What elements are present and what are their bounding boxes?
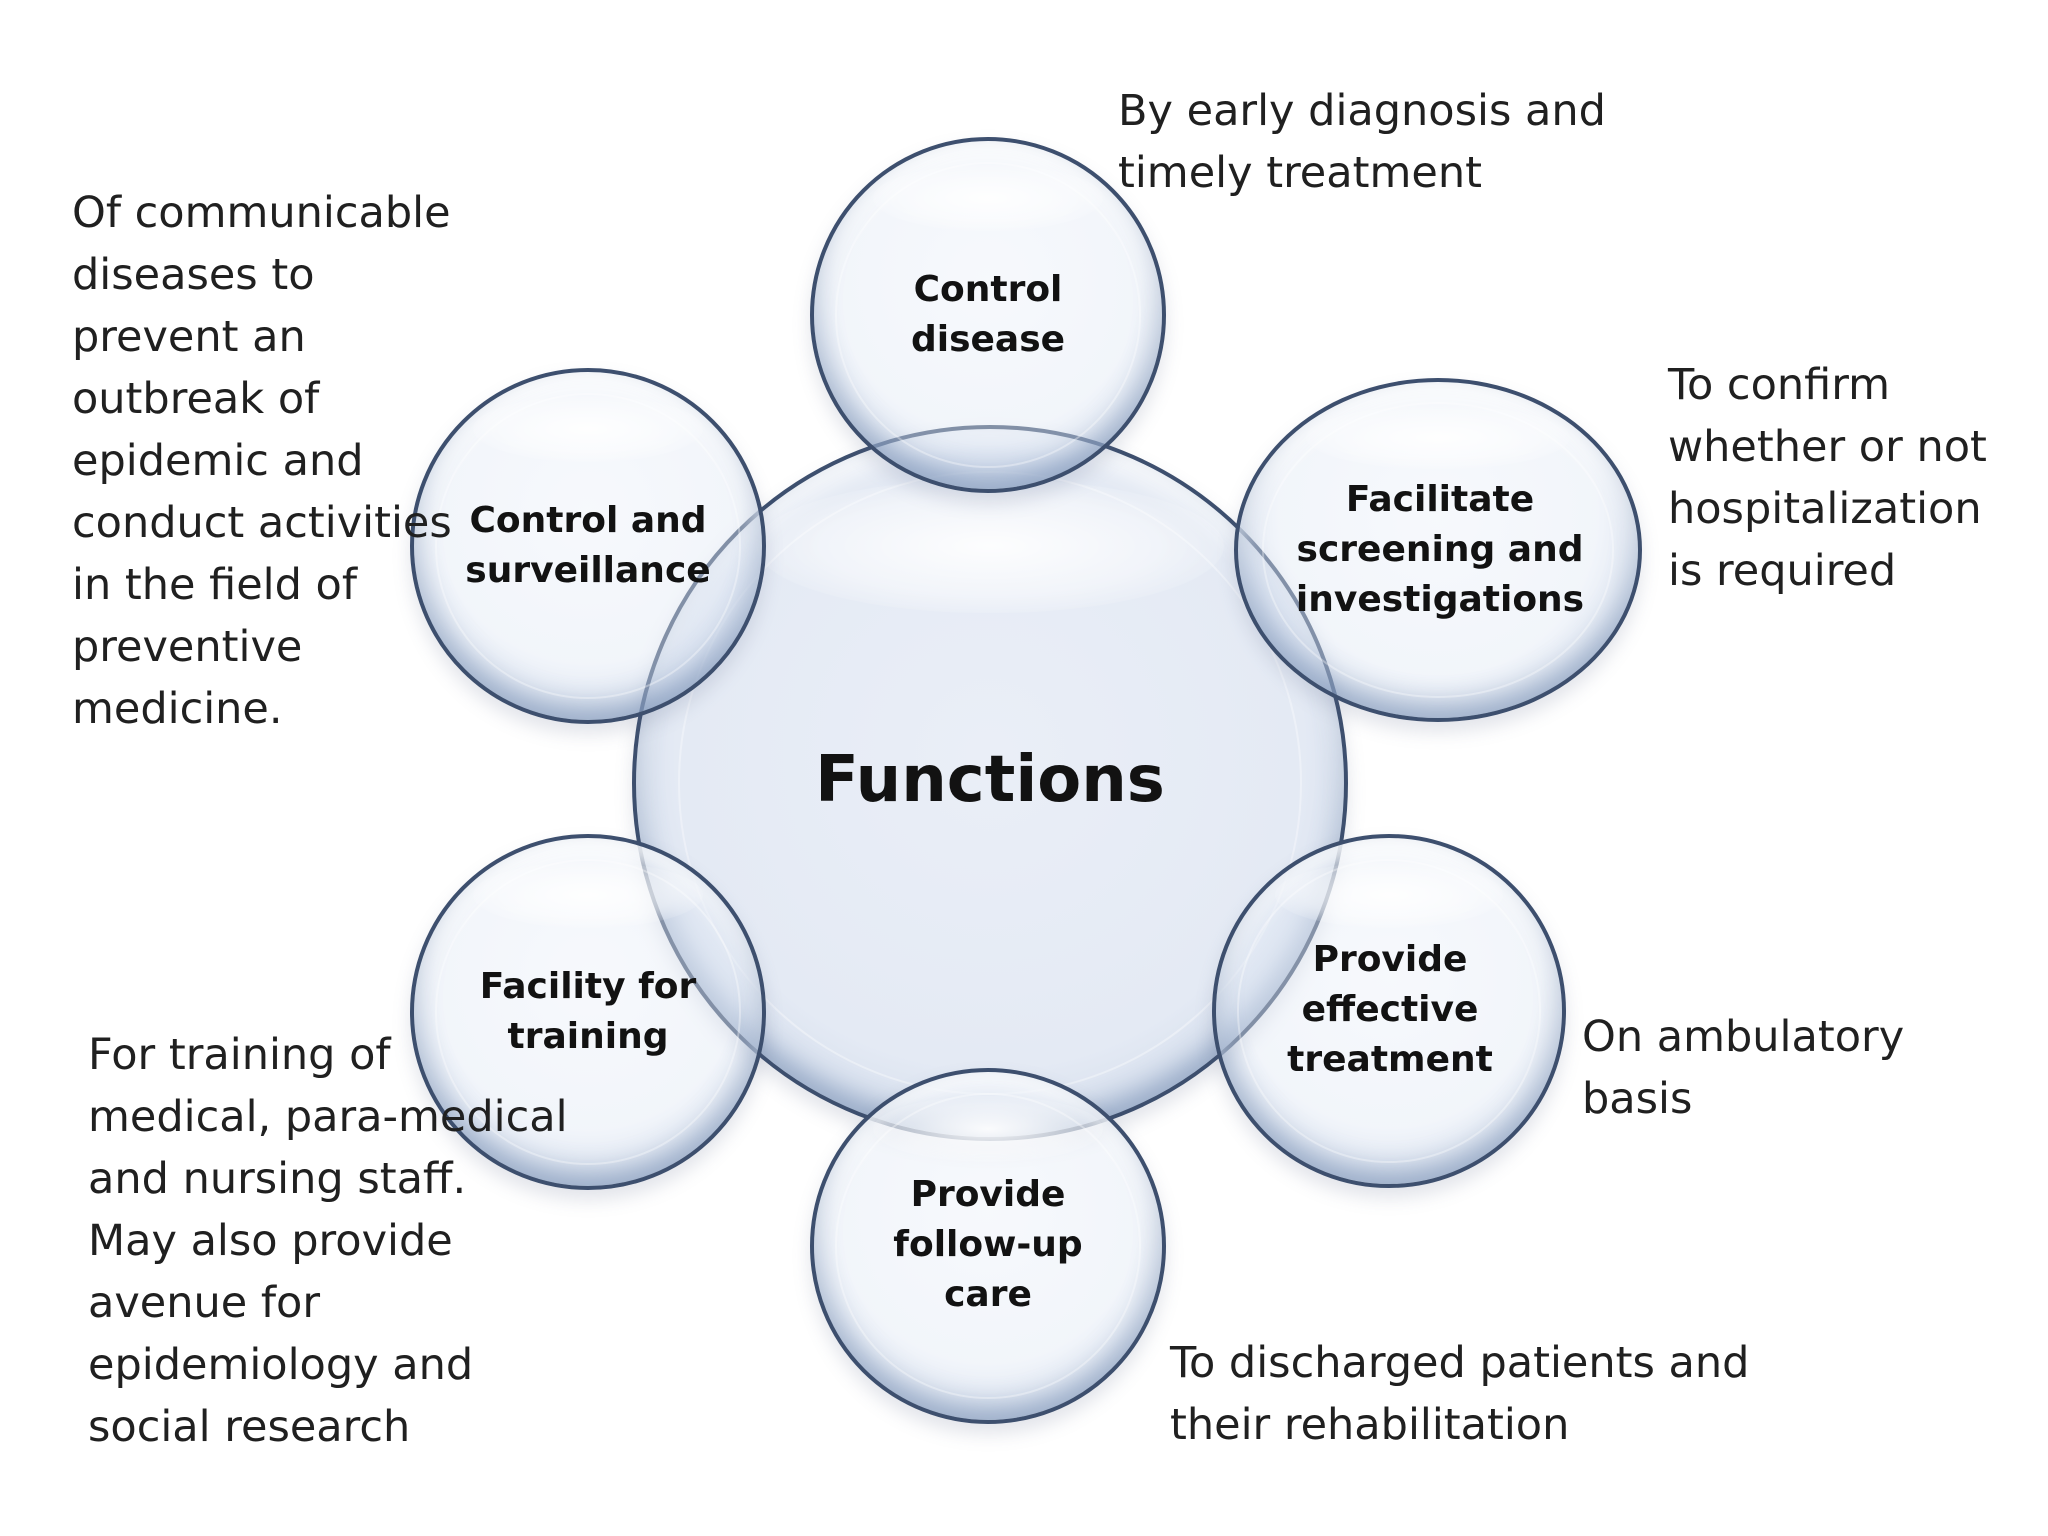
- provide-follow-up-care-circle: [810, 1068, 1166, 1424]
- provide-follow-up-care-label: Provide follow-up care: [893, 1174, 1083, 1315]
- control-disease-label: Control disease: [910, 269, 1066, 360]
- facilitate-screening-circle: [1234, 378, 1642, 722]
- control-disease-circle: [810, 137, 1166, 493]
- facility-for-training-note: For training of medical, para-medical an…: [88, 1030, 568, 1452]
- facility-for-training-circle: [410, 834, 766, 1190]
- provide-effective-treatment-note: On ambulatory basis: [1582, 1012, 1905, 1124]
- facility-for-training-label: Facility for training: [479, 966, 697, 1057]
- control-and-surveillance-label: Control and surveillance: [465, 500, 711, 591]
- control-and-surveillance-circle: [410, 368, 766, 724]
- provide-follow-up-care-note: To discharged patients and their rehabil…: [1170, 1338, 1750, 1450]
- control-disease-note: By early diagnosis and timely treatment: [1118, 86, 1606, 198]
- facilitate-screening-note: To confirm whether or not hospitalizatio…: [1668, 360, 1987, 596]
- facilitate-screening-label: Facilitate screening and investigations: [1295, 479, 1585, 620]
- control-and-surveillance-note: Of communicable diseases to prevent an o…: [72, 188, 452, 734]
- provide-effective-treatment-circle: [1212, 834, 1566, 1188]
- provide-effective-treatment-label: Provide effective treatment: [1287, 939, 1493, 1080]
- functions-center-label: Functions: [815, 743, 1165, 817]
